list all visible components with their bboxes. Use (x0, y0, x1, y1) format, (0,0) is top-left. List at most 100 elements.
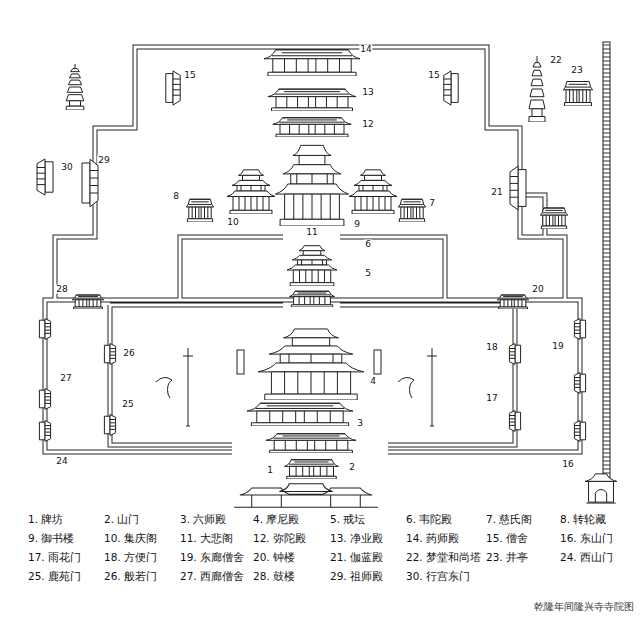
callout-number: 11 (305, 228, 318, 237)
hall (268, 89, 356, 111)
key-entry: 12. 弥陀殿 (253, 532, 306, 545)
callout-number: 18 (485, 343, 498, 352)
side-room (574, 373, 585, 394)
callout-number: 14 (359, 45, 372, 54)
callout-number: 20 (531, 285, 544, 294)
side-room (39, 421, 50, 442)
callout-number: 30 (60, 163, 73, 172)
hall (273, 118, 351, 137)
key-entry: 9. 御书楼 (28, 532, 74, 545)
side-hall (82, 159, 98, 207)
key-entry: 25. 鹿苑门 (28, 570, 81, 583)
key-entry: 8. 转轮藏 (560, 513, 606, 526)
key-entry: 15. 僧舍 (486, 532, 528, 545)
callout-number: 2 (348, 463, 356, 472)
callout-number: 29 (97, 156, 110, 165)
key-entry: 1. 牌坊 (28, 513, 63, 526)
wall-outline (45, 47, 580, 452)
callout-number: 23 (570, 66, 583, 75)
callout-number: 28 (55, 285, 68, 294)
side-room (574, 319, 585, 340)
callout-number: 21 (490, 188, 503, 197)
side-room (39, 389, 50, 410)
gate-hall (285, 460, 339, 479)
side-room (39, 319, 50, 340)
wall-fill (45, 47, 580, 452)
side-buildings (37, 56, 593, 441)
key-entry: 6. 韦陀殿 (406, 513, 452, 526)
side-hall (510, 166, 526, 210)
side-hall (444, 71, 458, 105)
callout-number: 27 (59, 374, 72, 383)
callout-number: 12 (361, 120, 374, 129)
key-entry: 14. 药师殿 (406, 532, 459, 545)
pavilion (349, 170, 397, 214)
pavilion (276, 145, 349, 226)
hall (266, 434, 356, 453)
callout-number: 24 (55, 457, 68, 466)
pavilion (258, 329, 364, 400)
hall (398, 199, 425, 222)
callout-number: 19 (551, 342, 564, 351)
key-entry: 18. 方便门 (104, 551, 157, 564)
side-gate (104, 415, 115, 436)
key-entry: 10. 集庆阁 (104, 532, 157, 545)
incense-burner (156, 377, 172, 398)
callout-number: 17 (485, 394, 498, 403)
callout-number: 8 (172, 192, 180, 201)
callout-number: 4 (369, 377, 377, 386)
east-gate (585, 474, 617, 503)
callout-number: 10 (226, 218, 239, 227)
callout-number: 25 (121, 400, 134, 409)
side-gate (104, 344, 115, 365)
incense-burner (398, 377, 414, 398)
pavilion (227, 170, 275, 214)
key-entry: 17. 雨花门 (28, 551, 81, 564)
callout-number: 1 (266, 466, 274, 475)
stupa (529, 56, 545, 122)
flagpole (183, 348, 193, 426)
key-entry: 30. 行宫东门 (406, 570, 470, 583)
callout-number: 9 (353, 220, 361, 229)
side-gate (509, 344, 520, 365)
key-entry: 7. 慈氏阁 (486, 513, 532, 526)
callout-number: 7 (428, 199, 436, 208)
callout-number: 6 (364, 240, 372, 249)
key-entry: 24. 西山门 (560, 551, 613, 564)
key-entry: 2. 山门 (104, 513, 139, 526)
hall (247, 403, 353, 426)
callout-number: 3 (356, 419, 364, 428)
key-entry: 16. 东山门 (560, 532, 613, 545)
stupa (66, 64, 84, 110)
key-entry: 26. 般若门 (104, 570, 157, 583)
key-entry: 23. 井亭 (486, 551, 528, 564)
key-entry: 19. 东廊僧舍 (180, 551, 244, 564)
pailou (234, 484, 378, 507)
hall (186, 199, 213, 222)
stele (374, 350, 381, 374)
side-hall (37, 159, 53, 195)
key-entry: 4. 摩尼殿 (253, 513, 299, 526)
key-entry: 22. 梦堂和尚塔 (406, 551, 481, 564)
hall (540, 208, 567, 229)
caption: 乾隆年间隆兴寺寺院图 (534, 601, 634, 613)
callout-number: 22 (549, 56, 562, 65)
drum-tower (72, 295, 103, 309)
pavilion (287, 246, 337, 286)
key-entry: 28. 鼓楼 (253, 570, 295, 583)
side-gate (509, 411, 520, 432)
callout-number: 16 (561, 460, 574, 469)
key-entry: 20. 钟楼 (253, 551, 295, 564)
hall (264, 50, 360, 76)
side-hall (166, 71, 180, 105)
fence (603, 42, 610, 482)
pavilion (563, 82, 592, 107)
stele (237, 350, 244, 374)
walls (45, 47, 580, 452)
key-entry: 5. 戒坛 (330, 513, 365, 526)
key-entry: 27. 西廊僧舍 (180, 570, 244, 583)
callout-number: 26 (122, 349, 135, 358)
